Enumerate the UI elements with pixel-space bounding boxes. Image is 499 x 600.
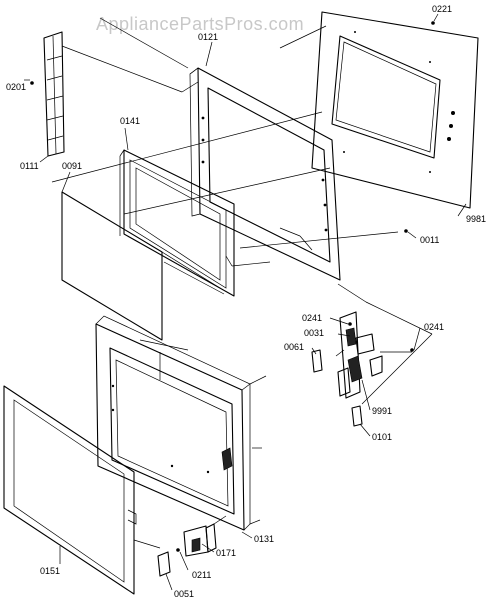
- callout-0091: 0091: [62, 161, 82, 171]
- part-latch-assembly: [335, 311, 383, 399]
- callout-0111: 0111: [20, 161, 39, 171]
- callout-9981: 9981: [466, 214, 486, 224]
- screws: [30, 21, 435, 552]
- callout-0211: 0211: [192, 570, 211, 580]
- screw-0241a: [348, 322, 352, 326]
- watermark: AppliancePartsPros.com: [96, 14, 304, 34]
- part-hinge-strip: [43, 31, 65, 157]
- callout-0141: 0141: [120, 116, 140, 126]
- part-choke-frame: [119, 149, 235, 297]
- part-lower-latch: [183, 523, 217, 557]
- part-door-frame: [95, 315, 251, 531]
- part-interlock-switch: [311, 349, 323, 373]
- callout-0241-left: 0241: [302, 313, 322, 323]
- callout-0221: 0221: [432, 4, 452, 14]
- screw-0201: [30, 81, 34, 85]
- screw-0011: [404, 229, 408, 233]
- part-glass-pane: [61, 191, 163, 341]
- callout-0201: 0201: [6, 82, 26, 92]
- part-hook: [157, 551, 171, 577]
- part-front-panel: [3, 385, 137, 595]
- callout-0131: 0131: [254, 534, 274, 544]
- callout-0031: 0031: [304, 328, 324, 338]
- callout-0061: 0061: [284, 342, 304, 352]
- leader-lines: [24, 13, 467, 591]
- callout-9991: 9991: [372, 406, 392, 416]
- callout-0151: 0151: [40, 566, 60, 576]
- callout-0121: 0121: [198, 32, 218, 42]
- part-outer-door-panel: [311, 11, 479, 209]
- callout-0011: 0011: [420, 235, 439, 245]
- callout-0241-right: 0241: [424, 322, 444, 332]
- screw-0241b: [410, 348, 414, 352]
- callout-0171: 0171: [216, 548, 236, 558]
- screw-0221: [431, 21, 435, 25]
- callout-0101: 0101: [372, 432, 392, 442]
- callout-0051: 0051: [174, 589, 194, 599]
- explosion-lines: [51, 17, 433, 549]
- part-latch-cam: [351, 405, 363, 427]
- callout-labels: 0221 0121 0201 0141 0111 0091 9981 0011 …: [6, 4, 486, 599]
- screw-0211: [176, 548, 180, 552]
- part-inner-door-frame: [189, 67, 341, 281]
